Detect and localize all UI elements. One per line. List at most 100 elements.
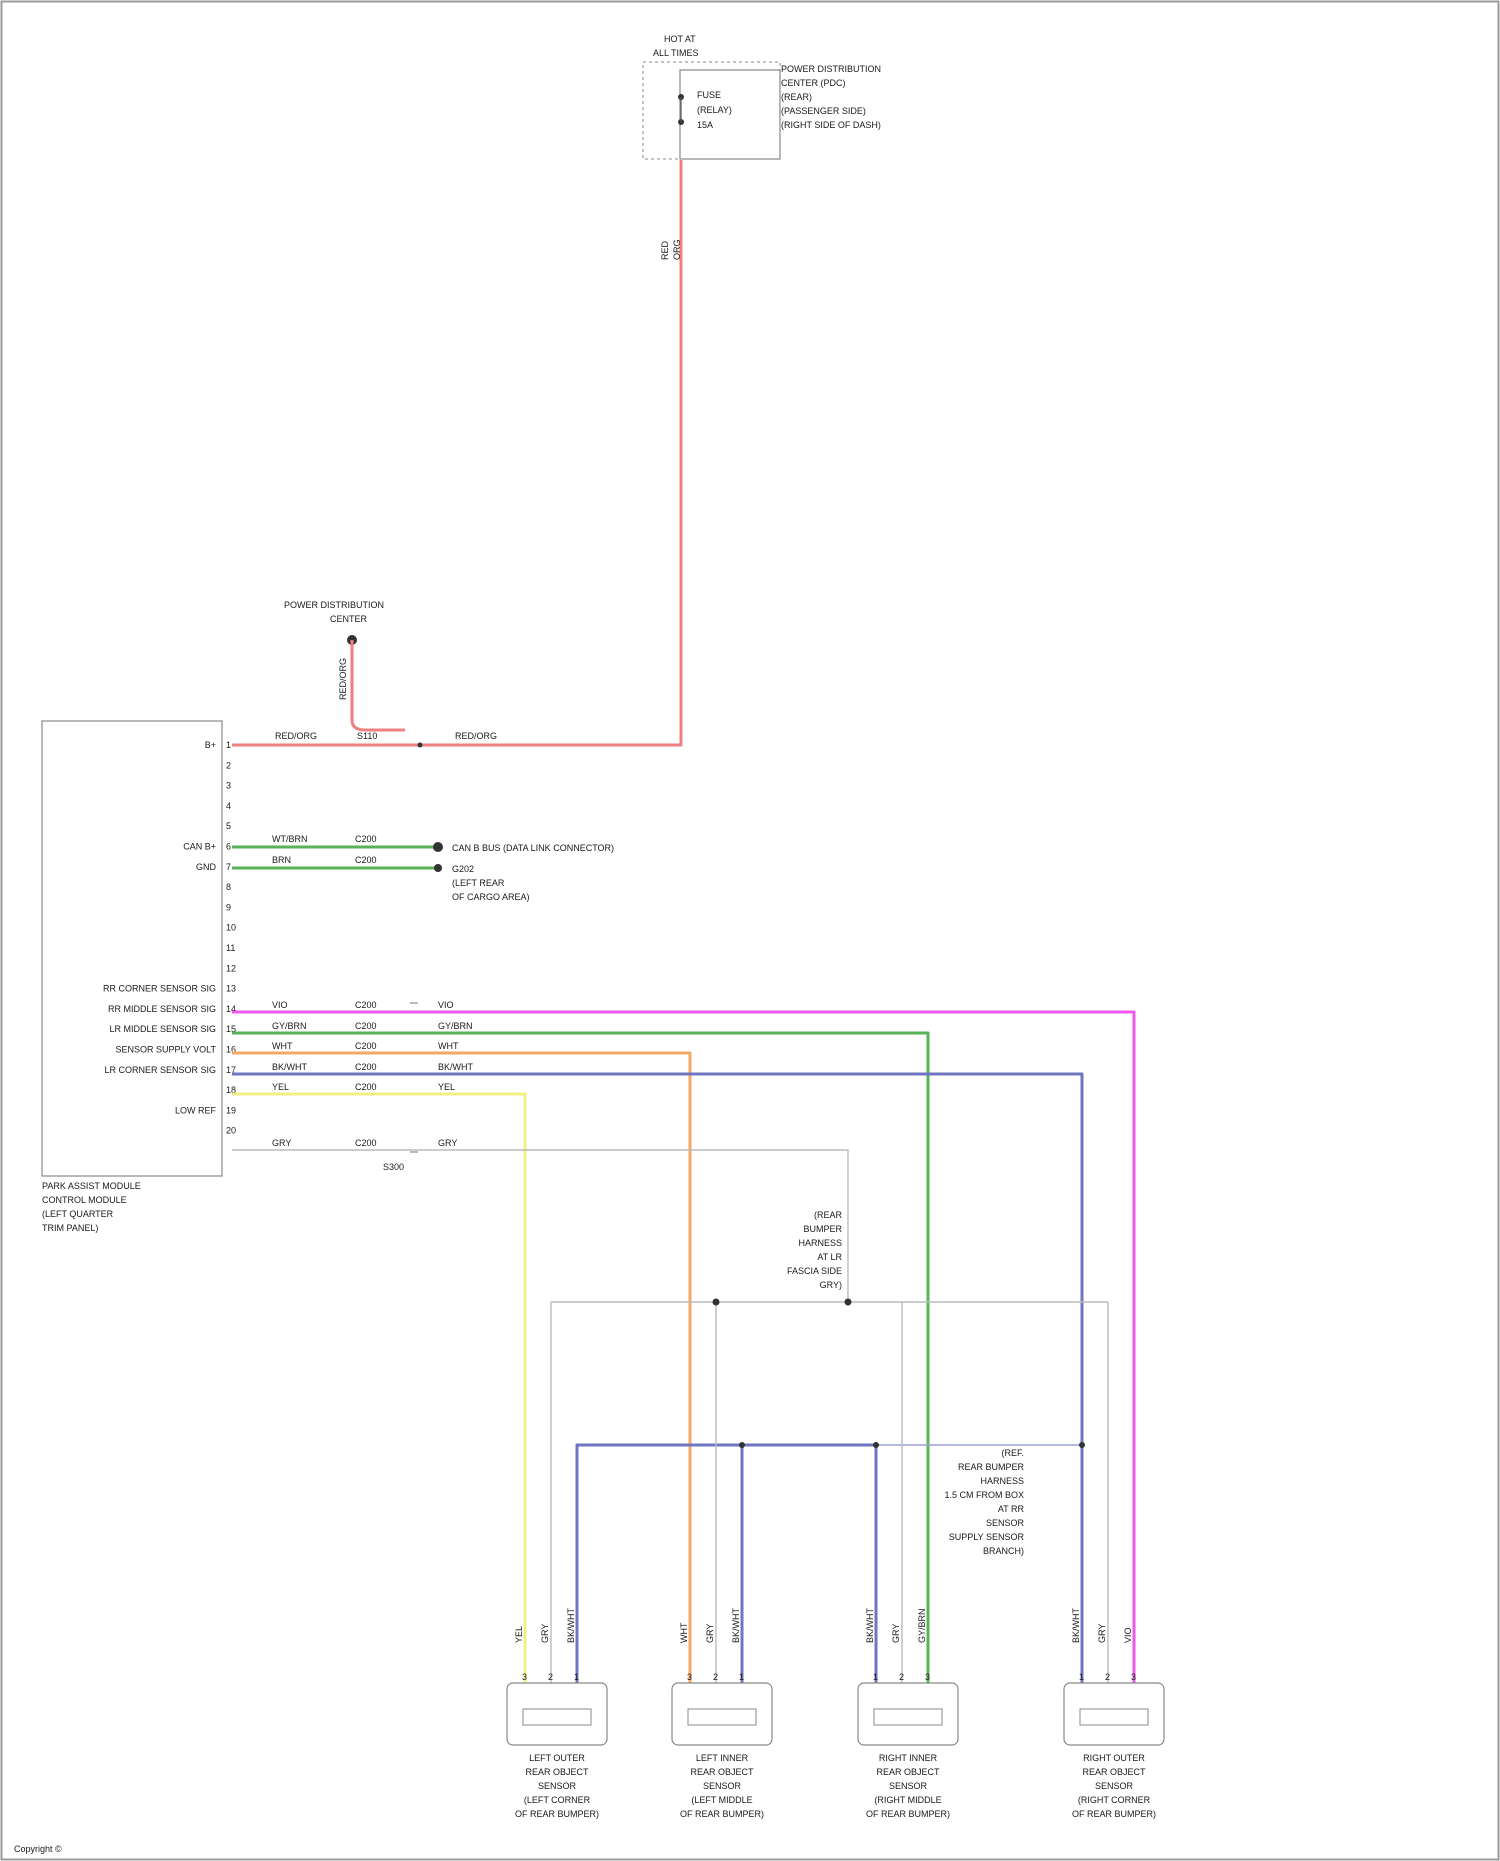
sensor-signal-wire xyxy=(232,1012,1134,1683)
sensor-signal-wire xyxy=(232,1053,690,1683)
low-ref-conn: C200 xyxy=(355,1138,377,1148)
module-pin-label: LR MIDDLE SENSOR SIG xyxy=(109,1024,216,1034)
sensor-group: 3 2 1 YEL GRY BK/WHT LEFT OUTER REAR OBJECT SENS… xyxy=(507,1607,1164,1819)
fuse-inner-label-line1: FUSE xyxy=(697,90,721,100)
sensor-wire-code-right: WHT xyxy=(438,1041,459,1051)
sensor-name-line: (RIGHT CORNER xyxy=(1078,1795,1151,1805)
power-wire-code-2: ORG xyxy=(672,239,682,260)
splice-label-2-line: (REF. xyxy=(1002,1448,1025,1458)
module-pin-number: 8 xyxy=(226,882,231,892)
low-ref-splice-dot xyxy=(713,1299,720,1306)
sensor-pin-number: 1 xyxy=(739,1672,744,1682)
power-wire-splice: S110 xyxy=(357,731,377,741)
gnd-destination-line1: G202 xyxy=(452,864,474,874)
sensor-wire-code: GRY xyxy=(1097,1624,1107,1643)
module-pin-label: B+ xyxy=(205,740,216,750)
sensor-name-line: RIGHT INNER xyxy=(879,1753,938,1763)
sensor-wire-code: GRY xyxy=(891,1624,901,1643)
can-wires: WT/BRN C200 BRN C200 CAN B BUS (DATA LIN… xyxy=(232,834,614,902)
gnd-destination-line2: (LEFT REAR xyxy=(452,878,505,888)
sensor-name-line: OF REAR BUMPER) xyxy=(1072,1809,1156,1819)
sensor-wire-code-left: WHT xyxy=(272,1041,293,1051)
module-name-line4: TRIM PANEL) xyxy=(42,1223,98,1233)
can-wire-code: WT/BRN xyxy=(272,834,308,844)
module-pin-label: SENSOR SUPPLY VOLT xyxy=(115,1045,216,1055)
sensor-wire-conn: C200 xyxy=(355,1021,377,1031)
module-pin-number: 5 xyxy=(226,821,231,831)
sensor-wire-conn: C200 xyxy=(355,1062,377,1072)
sensor-name-line: REAR OBJECT xyxy=(876,1767,940,1777)
module-pin-number: 1 xyxy=(226,740,231,750)
splice-label-1-line: HARNESS xyxy=(798,1238,842,1248)
sensor-wire-code-right: YEL xyxy=(438,1082,455,1092)
low-ref-wire xyxy=(232,1150,848,1302)
module-pin-number: 3 xyxy=(226,781,231,791)
sensor-supply-branch-left xyxy=(577,1445,742,1683)
pdc-label-line3: (REAR) xyxy=(781,92,812,102)
power-wire-right-code: RED/ORG xyxy=(455,731,497,741)
sensor-wire-code: BK/WHT xyxy=(566,1607,576,1643)
module-pin-label: GND xyxy=(196,862,217,872)
module-name-line1: PARK ASSIST MODULE xyxy=(42,1181,141,1191)
sensor-name-line: RIGHT OUTER xyxy=(1083,1753,1145,1763)
can-wire-conn: C200 xyxy=(355,834,377,844)
fuse-block: HOT AT ALL TIMES FUSE (RELAY) 15A POWER … xyxy=(643,34,881,159)
sensor-wire-code-left: GY/BRN xyxy=(272,1021,307,1031)
power-wire xyxy=(232,160,681,745)
sensor-supply-wire xyxy=(232,1074,1082,1683)
module-name-line3: (LEFT QUARTER xyxy=(42,1209,114,1219)
sensor-wire-code-right: GY/BRN xyxy=(438,1021,473,1031)
sensor-wire-conn: C200 xyxy=(355,1000,377,1010)
pdc-label-line4: (PASSENGER SIDE) xyxy=(781,106,866,116)
module-pin-number: 10 xyxy=(226,923,236,933)
power-splice-dot xyxy=(418,743,423,748)
sensor-pin-number: 1 xyxy=(1079,1672,1084,1682)
module-pin-number: 11 xyxy=(226,943,235,953)
sensor-wire-conn: C200 xyxy=(355,1041,377,1051)
sensor-pin-number: 3 xyxy=(687,1672,692,1682)
sensor-pin-number: 1 xyxy=(873,1672,878,1682)
power-wire-code-1: RED xyxy=(660,240,670,260)
splice-label-1-line: GRY) xyxy=(820,1280,842,1290)
module-pin-number: 20 xyxy=(226,1126,236,1136)
sensor-pin-number: 2 xyxy=(548,1672,553,1682)
sensor-wire-code: YEL xyxy=(514,1626,524,1643)
sensor-wire-code-left: VIO xyxy=(272,1000,288,1010)
splice-label-1-line: AT LR xyxy=(817,1252,842,1262)
sensor-wire-code: WHT xyxy=(679,1622,689,1643)
fuse-inner-label-line2: (RELAY) xyxy=(697,105,732,115)
splice-label-1-line: FASCIA SIDE xyxy=(787,1266,842,1276)
module-pin-label: LR CORNER SENSOR SIG xyxy=(104,1065,216,1075)
module-pin-label: LOW REF xyxy=(175,1105,217,1115)
module-pin-number: 9 xyxy=(226,902,231,912)
splice-label-1-line: (REAR xyxy=(814,1210,843,1220)
sensor-name-line: REAR OBJECT xyxy=(1082,1767,1146,1777)
sensor-body xyxy=(672,1683,772,1745)
splice-label-2-line: HARNESS xyxy=(980,1476,1024,1486)
module-pin-number: 6 xyxy=(226,842,231,852)
splice-label-2-line: REAR BUMPER xyxy=(958,1462,1025,1472)
sensor-wire-code-left: BK/WHT xyxy=(272,1062,308,1072)
module-pin-number: 4 xyxy=(226,801,231,811)
sensor-wire-code-right: VIO xyxy=(438,1000,454,1010)
sensor-name-line: SENSOR xyxy=(1095,1781,1134,1791)
sensor-pin-number: 1 xyxy=(574,1672,579,1682)
sensor-name-line: SENSOR xyxy=(703,1781,742,1791)
sensor-signal-wire xyxy=(232,1094,525,1683)
sensor-name-line: LEFT OUTER xyxy=(529,1753,585,1763)
low-ref-code-left: GRY xyxy=(272,1138,291,1148)
low-ref-code-right: GRY xyxy=(438,1138,457,1148)
sensor-name-line: OF REAR BUMPER) xyxy=(866,1809,950,1819)
can-destination: CAN B BUS (DATA LINK CONNECTOR) xyxy=(452,843,614,853)
sensor-name-line: REAR OBJECT xyxy=(525,1767,589,1777)
sensor-body xyxy=(507,1683,607,1745)
splice-label-2-line: BRANCH) xyxy=(983,1546,1024,1556)
splice-label-2-line: SENSOR xyxy=(986,1518,1025,1528)
splice-label-1-line: BUMPER xyxy=(803,1224,842,1234)
sensor-pin-number: 3 xyxy=(1131,1672,1136,1682)
sensor-pin-number: 2 xyxy=(899,1672,904,1682)
sensor-pin-number: 3 xyxy=(925,1672,930,1682)
